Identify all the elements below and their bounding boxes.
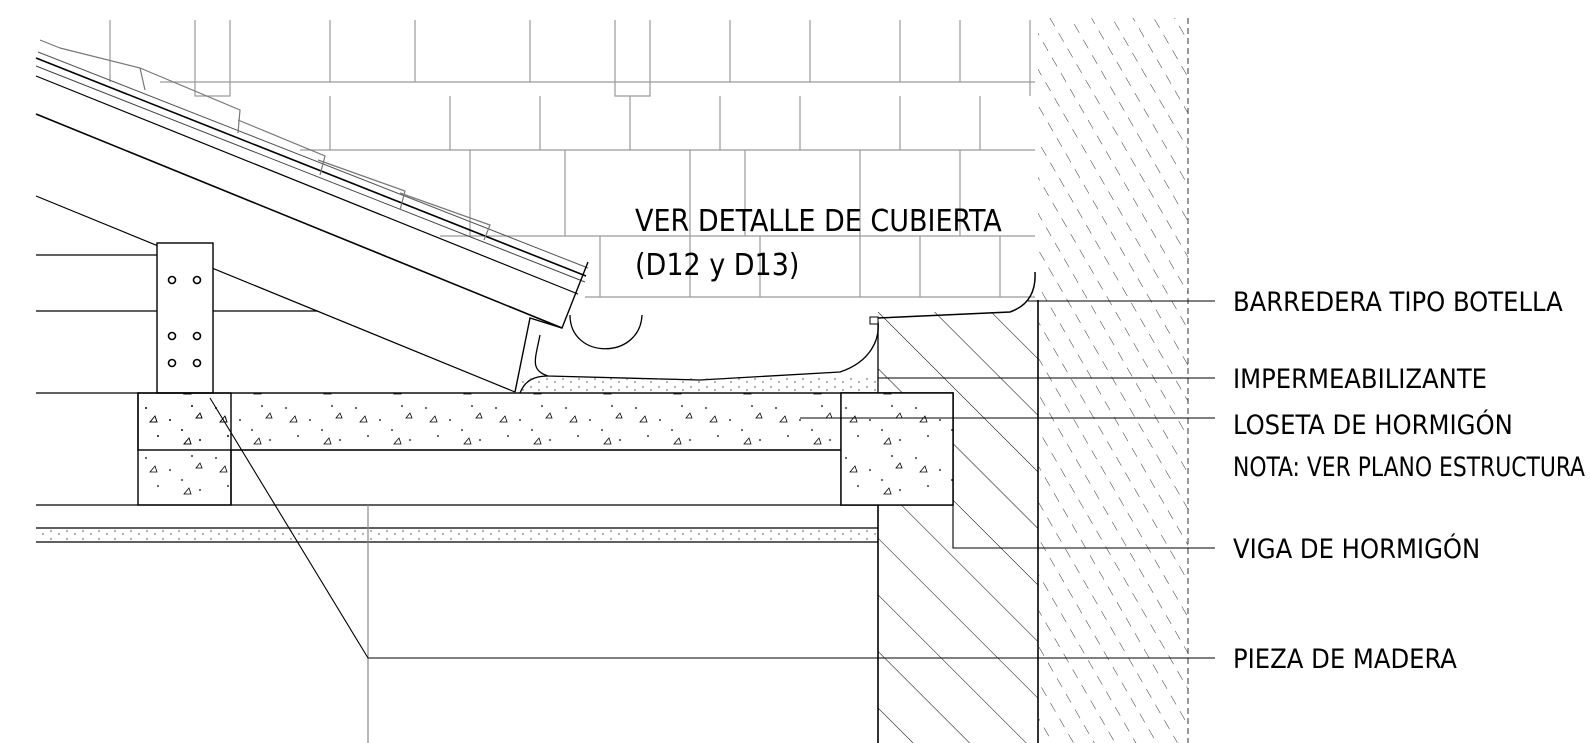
mortar-layer bbox=[36, 529, 876, 541]
gutter bbox=[519, 314, 879, 394]
leader-lines bbox=[209, 300, 1215, 659]
label-loseta: LOSETA DE HORMIGÓN bbox=[1233, 409, 1513, 441]
sloped-roof bbox=[35, 39, 589, 393]
note-line-2: (D12 y D13) bbox=[635, 248, 799, 283]
wall bbox=[840, 18, 1189, 743]
roof-tile-pattern bbox=[109, 20, 1035, 298]
note-line-1: VER DETALLE DE CUBIERTA bbox=[635, 204, 1002, 239]
label-pieza: PIEZA DE MADERA bbox=[1233, 644, 1457, 675]
label-nota: NOTA: VER PLANO ESTRUCTURA bbox=[1233, 452, 1585, 483]
label-barredera: BARREDERA TIPO BOTELLA bbox=[1233, 287, 1563, 318]
wooden-piece bbox=[156, 242, 214, 394]
label-viga: VIGA DE HORMIGÓN bbox=[1233, 533, 1480, 565]
concrete-elements bbox=[137, 392, 954, 506]
label-impermeabilizante: IMPERMEABILIZANTE bbox=[1233, 364, 1487, 395]
